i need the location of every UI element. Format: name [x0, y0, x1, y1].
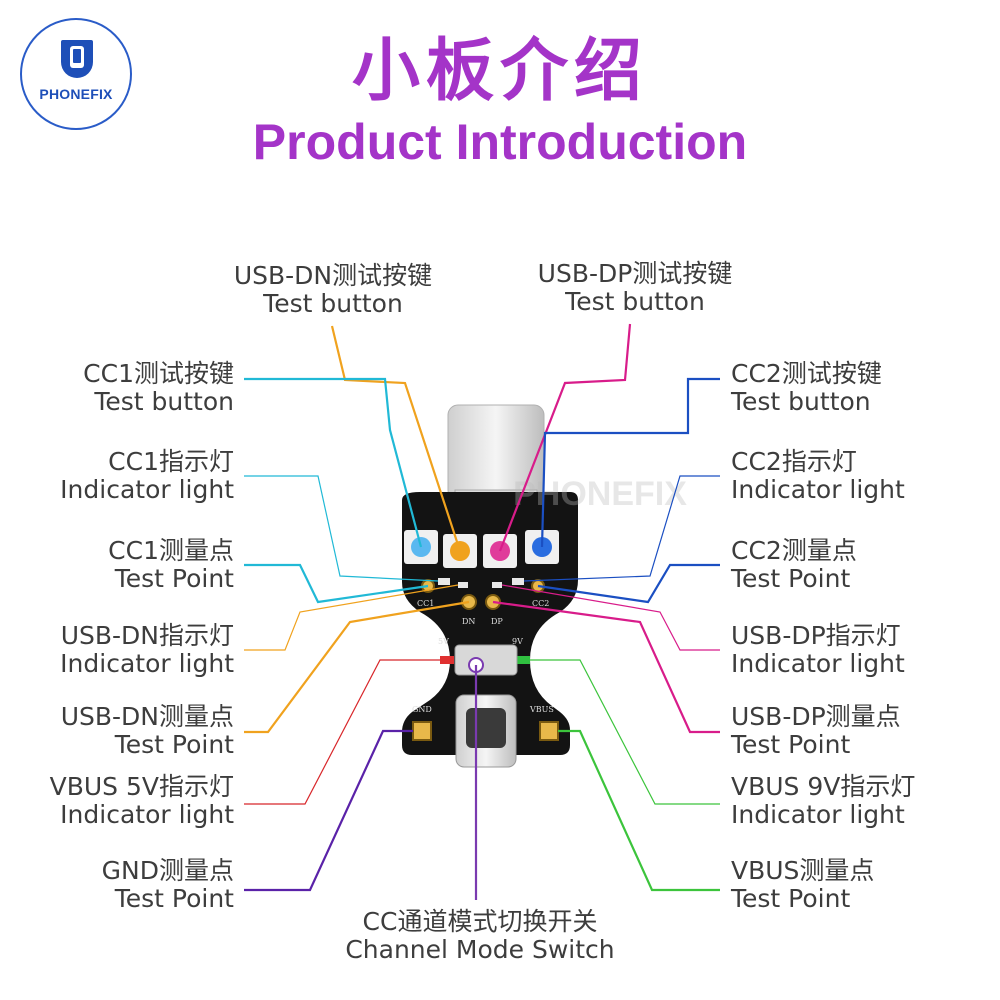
- leader-usb-dn-button: [330, 325, 462, 552]
- silk-cc2: CC2: [532, 599, 549, 608]
- channel-mode-switch: [454, 644, 518, 676]
- title-chinese: 小板介绍: [351, 32, 648, 111]
- watermark: PHONEFIX: [513, 475, 687, 513]
- cc2-indicator-led: [512, 578, 524, 585]
- leader-vbus-test-point: [558, 729, 720, 892]
- leader-vbus-5v-led: [244, 659, 440, 805]
- leader-usb-dp-test-point: [492, 600, 720, 734]
- dp-indicator-led: [492, 582, 502, 588]
- leader-cc1-button: [244, 377, 423, 548]
- dn-indicator-led: [458, 582, 468, 588]
- cc1-indicator-led: [438, 578, 450, 585]
- logo-mark-icon: [61, 40, 93, 78]
- silk-vbus: VBUS: [529, 705, 554, 714]
- silk-dp: DP: [491, 617, 503, 626]
- usb-c-receptacle-bottom: [455, 694, 517, 768]
- silk-gnd: GND: [412, 705, 432, 714]
- title-english: Product Introduction: [252, 114, 748, 170]
- leader-usb-dn-led: [244, 584, 459, 651]
- leader-cc2-button: [540, 377, 720, 548]
- logo-brand-text: PHONEFIX: [39, 86, 113, 102]
- leader-cc1-led: [244, 475, 439, 582]
- leader-gnd-test-point: [244, 729, 413, 892]
- leader-usb-dn-test-point: [244, 600, 470, 734]
- vbus-test-point: [539, 721, 559, 741]
- leader-cc1-test-point: [244, 563, 429, 604]
- silk-5v: 5V: [438, 637, 449, 646]
- leader-usb-dp-button: [498, 323, 632, 552]
- leader-cc2-led: [523, 475, 720, 582]
- leader-cc2-test-point: [537, 563, 720, 604]
- leader-vbus-9v-led: [530, 659, 720, 805]
- silk-9v: 9V: [512, 637, 523, 646]
- leader-usb-dp-led: [501, 584, 720, 651]
- gnd-test-point: [412, 721, 432, 741]
- silk-cc1: CC1: [417, 599, 434, 608]
- vbus-5v-led: [440, 656, 454, 664]
- phonefix-logo: PHONEFIX: [20, 18, 132, 130]
- vbus-9v-led: [516, 656, 530, 664]
- silk-dn: DN: [462, 617, 475, 626]
